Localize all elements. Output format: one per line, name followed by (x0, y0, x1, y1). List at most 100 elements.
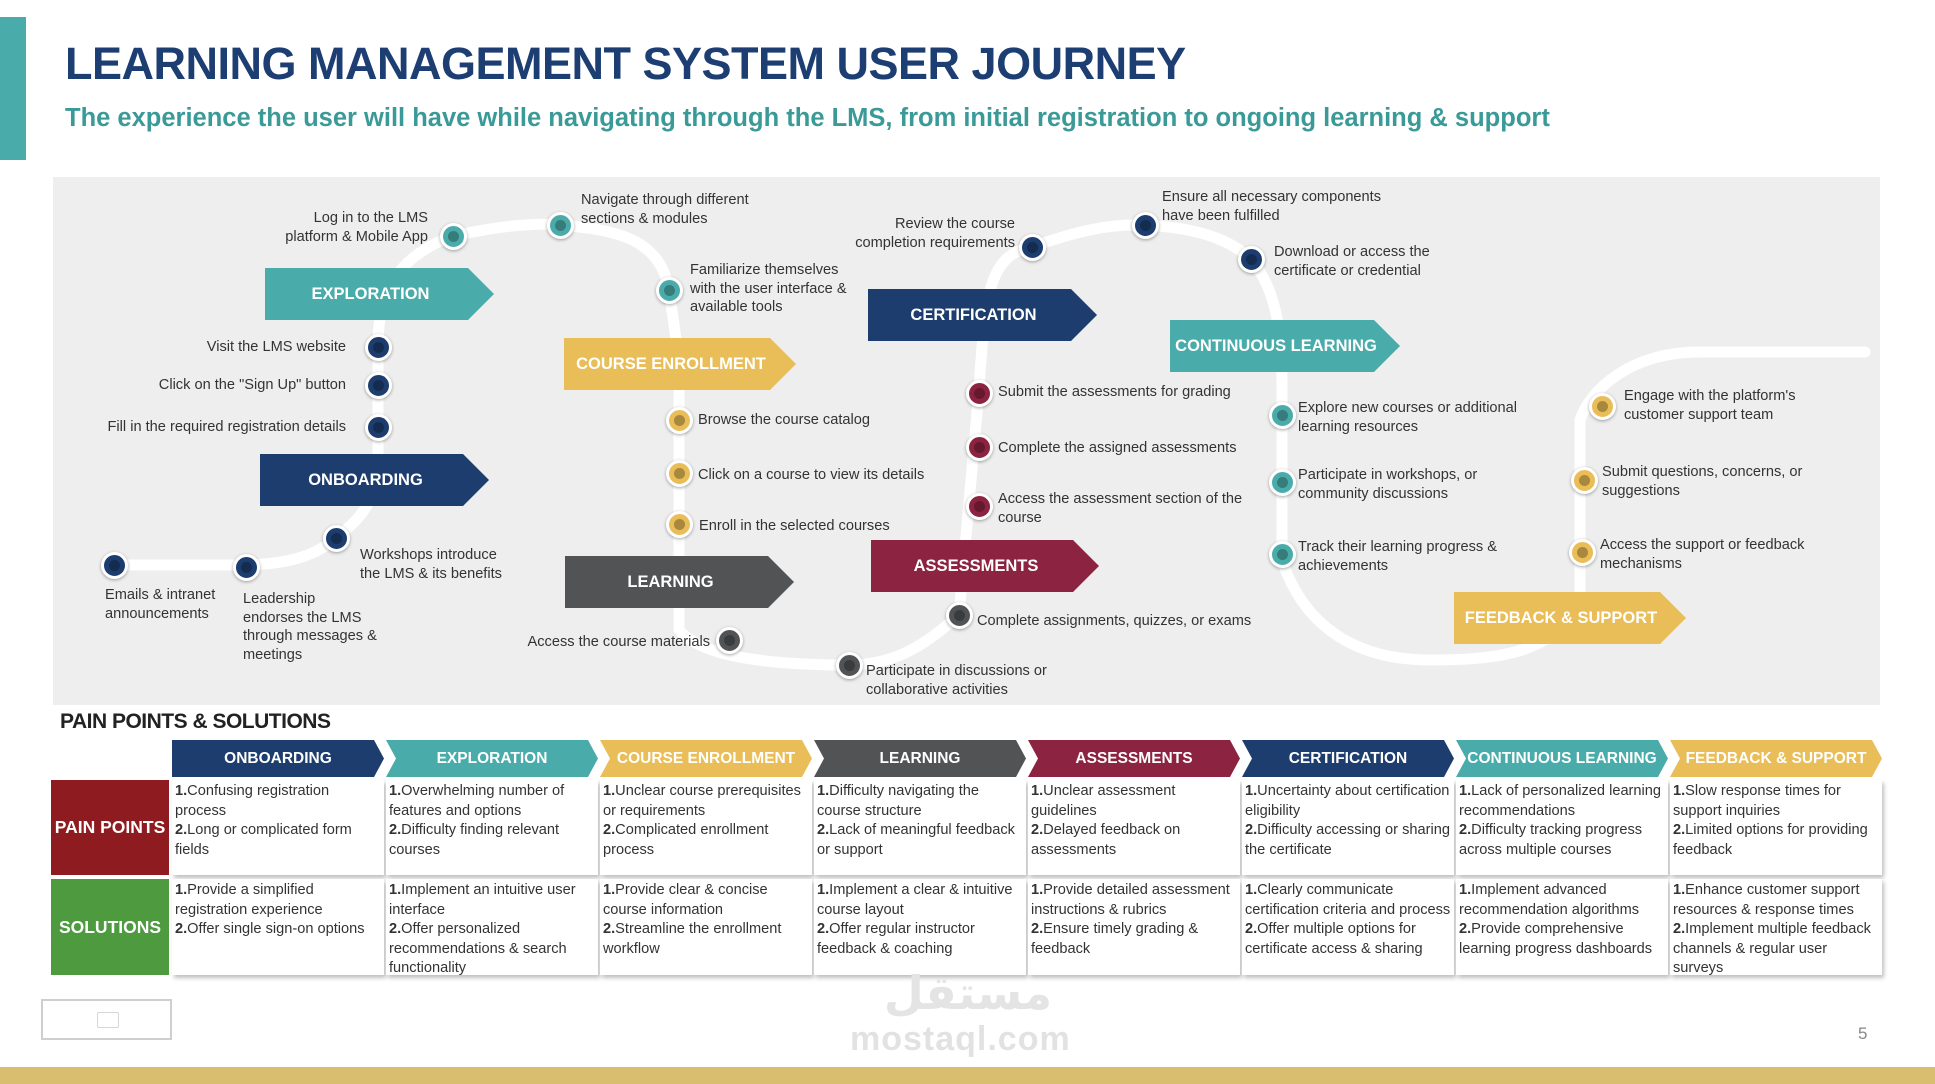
pain-point-item: 1.Overwhelming number of features and op… (389, 783, 565, 819)
step-label-access-assessment: Access the assessment section of the cou… (998, 491, 1243, 526)
pain-point-item: 2.Lack of meaningful feedback or support (817, 822, 1015, 858)
step-dot-download-certificate (1237, 245, 1265, 273)
step-dot-click-course (665, 459, 693, 487)
pain-point-cell: 1.Slow response times for support inquir… (1670, 780, 1882, 875)
step-label-track-progress: Track their learning progress & achievem… (1298, 539, 1497, 574)
step-dot-fill (364, 413, 392, 441)
step-label-navigate: Navigate through different sections & mo… (581, 192, 749, 227)
pain-point-item: 2.Complicated enrollment process (603, 822, 769, 858)
solution-item: 2.Provide comprehensive learning progres… (1459, 921, 1653, 957)
step-dot-workshops (322, 524, 350, 552)
step-label-explore-new: Explore new courses or additional learni… (1298, 400, 1518, 435)
step-label-review-requirements: Review the course completion requirement… (855, 216, 1015, 251)
stage-feedback-support: FEEDBACK & SUPPORT (1454, 592, 1686, 644)
step-dot-submit-questions (1570, 466, 1598, 494)
step-label-fill: Fill in the required registration detail… (107, 419, 346, 435)
step-label-access-feedback: Access the support or feedback mechanism… (1600, 537, 1805, 572)
solution-item: 2.Offer regular instructor feedback & co… (817, 921, 975, 957)
column-header: EXPLORATION (386, 740, 598, 777)
step-label-engage-support: Engage with the platform's customer supp… (1624, 388, 1796, 423)
step-dot-track-progress (1268, 540, 1296, 568)
step-label-visit: Visit the LMS website (206, 339, 346, 355)
pain-point-item: 2.Long or complicated form fields (175, 822, 352, 858)
step-dot-login (439, 222, 467, 250)
step-label-complete-assignments: Complete assignments, quizzes, or exams (977, 613, 1252, 629)
step-label-enroll: Enroll in the selected courses (699, 518, 890, 534)
step-dot-access-assessment (965, 492, 993, 520)
pain-point-item: 1.Lack of personalized learning recommen… (1459, 783, 1662, 819)
column-header: ONBOARDING (172, 740, 384, 777)
pain-points-row-label: PAIN POINTS (51, 780, 169, 875)
stage-learning: LEARNING (565, 556, 794, 608)
step-label-click-course: Click on a course to view its details (698, 467, 925, 483)
step-label-workshops: Workshops introduce the LMS & its benefi… (360, 547, 502, 582)
accent-bar (0, 17, 26, 160)
pain-point-cell: 1.Overwhelming number of features and op… (386, 780, 598, 875)
stage-assessments: ASSESSMENTS (871, 540, 1099, 592)
image-icon (97, 1012, 119, 1028)
step-label-emails: Emails & intranet announcements (105, 587, 216, 622)
solution-item: 2.Offer multiple options for certificate… (1245, 921, 1423, 957)
step-dot-leadership (232, 553, 260, 581)
solution-item: 1.Enhance customer support resources & r… (1673, 882, 1860, 918)
watermark-text: mostaql.com (850, 1020, 1071, 1058)
page-subtitle: The experience the user will have while … (65, 104, 1550, 132)
step-label-submit-assessments: Submit the assessments for grading (998, 384, 1231, 400)
image-placeholder (41, 999, 172, 1040)
pain-point-item: 1.Difficulty navigating the course struc… (817, 783, 979, 819)
solution-cell: 1.Clearly communicate certification crit… (1242, 879, 1454, 975)
step-label-leadership: Leadership endorses the LMS through mess… (243, 591, 377, 663)
bottom-bar (0, 1067, 1935, 1084)
page-title: LEARNING MANAGEMENT SYSTEM USER JOURNEY (65, 38, 1186, 89)
solution-item: 1.Clearly communicate certification crit… (1245, 882, 1451, 918)
pain-point-item: 2.Difficulty finding relevant courses (389, 822, 560, 858)
stage-course-enrollment: COURSE ENROLLMENT (564, 338, 796, 390)
solution-item: 2.Ensure timely grading & feedback (1031, 921, 1199, 957)
step-dot-complete-assignments (945, 601, 973, 629)
step-dot-access-materials (715, 626, 743, 654)
solution-item: 1.Provide clear & concise course informa… (603, 882, 768, 918)
stage-continuous-learning: CONTINUOUS LEARNING (1170, 320, 1400, 372)
step-dot-familiarize (655, 276, 683, 304)
step-label-download-certificate: Download or access the certificate or cr… (1274, 244, 1430, 279)
step-label-ensure-components: Ensure all necessary components have bee… (1162, 189, 1382, 224)
stage-onboarding: ONBOARDING (260, 454, 489, 506)
svg-text:مستقل: مستقل (884, 966, 1052, 1020)
pain-point-cell: 1.Uncertainty about certification eligib… (1242, 780, 1454, 875)
step-label-discussions: Participate in discussions or collaborat… (866, 663, 1047, 698)
solution-item: 1.Implement an intuitive user interface (389, 882, 576, 918)
step-dot-workshops-community (1268, 468, 1296, 496)
column-header: ASSESSMENTS (1028, 740, 1240, 777)
solution-item: 2.Implement multiple feedback channels &… (1673, 921, 1871, 975)
step-label-browse: Browse the course catalog (698, 412, 870, 428)
step-dot-emails (100, 551, 128, 579)
solution-cell: 1.Provide clear & concise course informa… (600, 879, 812, 975)
step-dot-navigate (546, 211, 574, 239)
step-dot-submit-assessments (965, 379, 993, 407)
solution-item: 2.Streamline the enrollment workflow (603, 921, 782, 957)
step-dot-discussions (835, 651, 863, 679)
pain-point-item: 1.Unclear assessment guidelines (1031, 783, 1176, 819)
step-dot-visit (364, 333, 392, 361)
step-dot-review-requirements (1018, 233, 1046, 261)
step-dot-ensure-components (1131, 211, 1159, 239)
watermark-logo: مستقل (884, 966, 1052, 1020)
stage-certification: CERTIFICATION (868, 289, 1097, 341)
stage-exploration: EXPLORATION (265, 268, 494, 320)
pain-points-title: PAIN POINTS & SOLUTIONS (60, 710, 331, 733)
solution-cell: 1.Provide detailed assessment instructio… (1028, 879, 1240, 975)
pain-point-item: 1.Slow response times for support inquir… (1673, 783, 1841, 819)
pain-point-item: 2.Limited options for providing feedback (1673, 822, 1868, 858)
step-label-complete-assigned: Complete the assigned assessments (998, 440, 1237, 456)
step-dot-enroll (665, 510, 693, 538)
solutions-row-label: SOLUTIONS (51, 879, 169, 975)
pain-point-item: 2.Difficulty tracking progress across mu… (1459, 822, 1643, 858)
solution-cell: 1.Implement a clear & intuitive course l… (814, 879, 1026, 975)
step-label-submit-questions: Submit questions, concerns, or suggestio… (1602, 464, 1803, 499)
solution-item: 1.Implement advanced recommendation algo… (1459, 882, 1640, 918)
solution-item: 1.Provide a simplified registration expe… (175, 882, 323, 918)
